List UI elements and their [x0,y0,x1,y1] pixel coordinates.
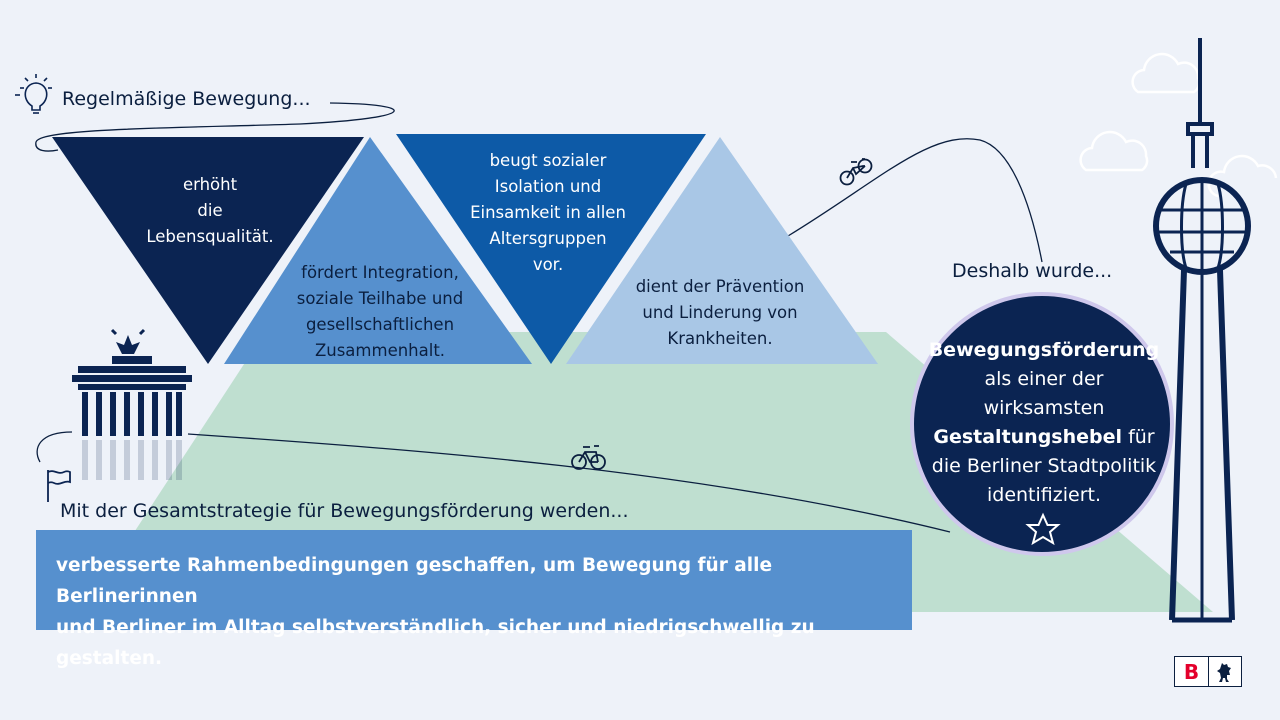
logo-letter: B [1183,659,1200,684]
flag-icon [47,470,71,502]
benefit-text-praevention: dient der Prävention und Linderung von K… [635,277,805,348]
circle-bold-2: Gestaltungshebel [933,426,1123,448]
tv-tower-icon [1153,38,1251,623]
connector-curve-top [35,102,395,152]
banner-line-2: und Berliner im Alltag selbstverständlic… [56,617,815,669]
circle-text: Bewegungsförderung als einer der wirksam… [928,339,1160,506]
connector-line-bottom [187,433,951,533]
star-icon [1025,512,1061,546]
gate-reflection [82,440,182,480]
benefit-text-lebensqualitaet: erhöht die Lebensqualität. [146,175,274,246]
benefit-text-isolation: beugt sozialer Isolation und Einsamkeit … [470,151,626,274]
circle-bold-1: Bewegungsförderung [928,339,1160,361]
berlin-logo: B [1174,656,1242,687]
strategy-banner: verbesserte Rahmenbedingungen geschaffen… [36,530,912,669]
connector-curve-right [787,138,1043,263]
bottom-heading: Mit der Gesamtstrategie für Bewegungsför… [60,500,629,522]
triangle-lebensqualitaet [52,137,364,364]
banner-line-1: verbesserte Rahmenbedingungen geschaffen… [56,555,772,607]
bicycle-icon [571,445,606,470]
lightbulb-icon [15,74,52,114]
triangle-integration [224,137,532,364]
bicycle-icon [839,158,873,186]
cloud-icon [1079,130,1149,172]
brandenburg-gate-icon [72,328,192,436]
cloud-icon [1207,154,1278,198]
connector-curve-flag [36,431,73,463]
right-heading: Deshalb wurde... [952,260,1113,282]
triangle-isolation [396,134,706,364]
intro-heading: Regelmäßige Bewegung... [62,88,311,110]
triangle-praevention [566,137,878,364]
result-circle [910,292,1174,556]
berlin-bear-icon [1207,657,1241,686]
benefit-text-integration: fördert Integration, soziale Teilhabe un… [296,263,464,360]
cloud-icon [1131,52,1201,94]
